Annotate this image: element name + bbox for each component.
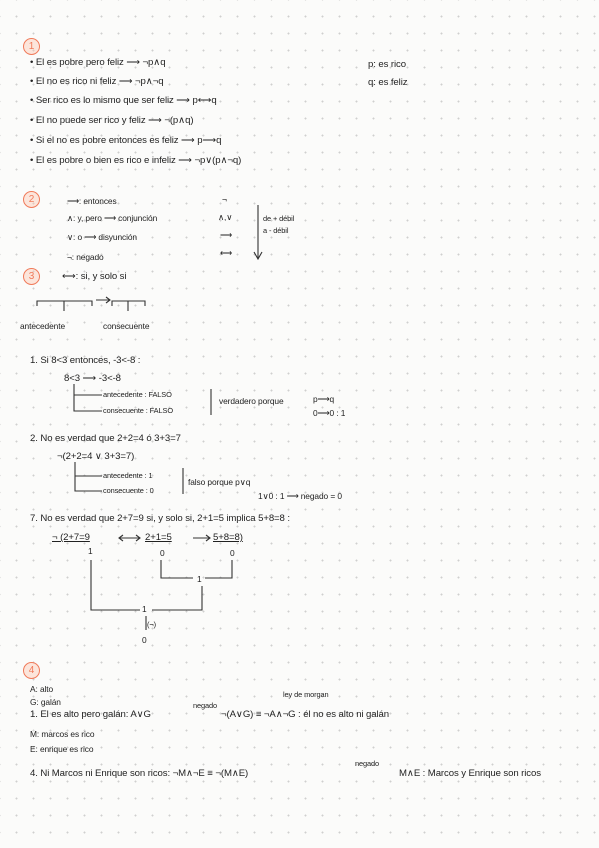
ex1-consequent: consecuente : FALSO <box>103 406 173 415</box>
ex1-verdict: verdadero porque <box>219 396 284 406</box>
ex2-title: 2. No es verdad que 2+2=4 ó 3+3=7 <box>30 433 181 444</box>
ex3-value-2: 0 <box>160 548 165 558</box>
s4-line-1a: 1. El es alto pero galán: A∨G <box>30 709 151 720</box>
ex3-part-2: 2+1=5 <box>145 532 172 543</box>
ex1-rule-1: p⟶q <box>313 394 335 404</box>
ex3-title: 7. No es verdad que 2+7=9 si, y solo si,… <box>30 513 290 524</box>
consequent-bracket <box>111 300 146 311</box>
s3-antecedent-label: antecedente <box>20 321 66 331</box>
s2-order-implies: ⟶ <box>220 230 232 240</box>
s4-def-g: G: galán <box>30 697 61 707</box>
ex2-verdict: falso porque p∨q <box>188 477 251 487</box>
s4-def-m: M: marcos es rico <box>30 729 95 739</box>
ex3-value-1: 1 <box>88 546 93 556</box>
ex2-expression: ¬(2+2=4 ∨ 3+3=7) <box>57 451 135 462</box>
ex3-part-1: ¬ (2+7=9 <box>52 532 90 543</box>
s2-order-not: ¬ <box>222 194 227 204</box>
ex3-value-6: 0 <box>142 635 147 645</box>
s1-line-5: • Si el no es pobre entonces es feliz ⟶ … <box>30 135 222 146</box>
s2-order-and-or: ∧,∨ <box>218 212 233 222</box>
ex3-negation: (¬) <box>147 620 156 629</box>
ex2-tree <box>74 462 102 492</box>
s4-morgan-note: ley de morgan <box>283 690 329 699</box>
ex3-arrow-2-icon <box>193 534 211 542</box>
s4-line-2a: 4. Ni Marcos ni Enrique son ricos: ¬M∧¬E… <box>30 768 249 779</box>
section-1-number: 1 <box>23 38 40 55</box>
ex1-expression: 8<3 ⟶ -3<-8 <box>64 373 121 384</box>
ex1-antecedent: antecedente : FALSO <box>103 390 172 399</box>
ex3-tree <box>90 560 233 630</box>
ex3-value-5: 1 <box>142 604 147 614</box>
strength-arrow-icon <box>253 205 263 261</box>
ex2-antecedent: antecedente : 1 <box>103 471 153 480</box>
s2-item-entonces: ⟶: entonces <box>67 196 117 206</box>
s1-line-4: • El no puede ser rico y feliz ⟶ ¬(p∧q) <box>30 115 194 126</box>
ex2-consequent: consecuente : 0 <box>103 486 154 495</box>
s2-strength-more: de + débil <box>263 214 295 223</box>
s1-line-2: • El no es rico ni feliz ⟶ ¬p∧¬q <box>30 76 164 87</box>
ex3-part-3: 5+8=8) <box>213 532 243 543</box>
ex1-tree <box>73 384 102 412</box>
s4-line-2b: M∧E : Marcos y Enrique son ricos <box>399 768 541 779</box>
ex2-rule: 1∨0 : 1 ⟶ negado = 0 <box>258 491 342 501</box>
s2-item-disyuncion: ∨: o ⟶ disyunción <box>67 232 137 242</box>
s2-strength-less: a - débil <box>263 226 289 235</box>
s4-def-a: A: alto <box>30 684 54 694</box>
s1-line-1: • El es pobre pero feliz ⟶ ¬p∧q <box>30 57 166 68</box>
ex3-arrow-1-icon <box>118 534 141 542</box>
section-3-number: 3 <box>23 268 40 285</box>
section-4-number: 4 <box>23 662 40 679</box>
ex1-rule-2: 0⟶0 : 1 <box>313 408 346 418</box>
ex3-value-4: 1 <box>197 574 202 584</box>
s4-def-e: E: enrique es rico <box>30 744 94 754</box>
ex1-title: 1. Si 8<3 entonces, -3<-8 : <box>30 355 141 366</box>
s1-line-6: • El es pobre o bien es rico e infeliz ⟶… <box>30 155 242 166</box>
s1-line-3: • Ser rico es lo mismo que ser feliz ⟶ p… <box>30 95 217 106</box>
s1-def-q: q: es feliz <box>368 77 408 88</box>
s3-consequent-label: consecuente <box>103 321 150 331</box>
section-2-number: 2 <box>23 191 40 208</box>
s4-negado-label-2: negado <box>355 759 380 768</box>
s3-biconditional: ⟷: si, y solo si <box>62 271 127 282</box>
s1-def-p: p: es rico <box>368 59 406 70</box>
s2-order-iff: ⟷ <box>220 248 232 258</box>
s4-negado-label-1: negado <box>193 701 218 710</box>
s4-line-1b: ¬(A∨G) ≡ ¬A∧¬G : él no es alto ni galán <box>221 709 389 720</box>
antecedent-bracket <box>36 300 93 311</box>
s2-item-negado: ¬: negado <box>67 252 104 262</box>
ante-cons-arrow-icon <box>96 296 111 304</box>
s2-item-conjuncion: ∧: y, pero ⟶ conjunción <box>67 213 158 223</box>
ex3-value-3: 0 <box>230 548 235 558</box>
